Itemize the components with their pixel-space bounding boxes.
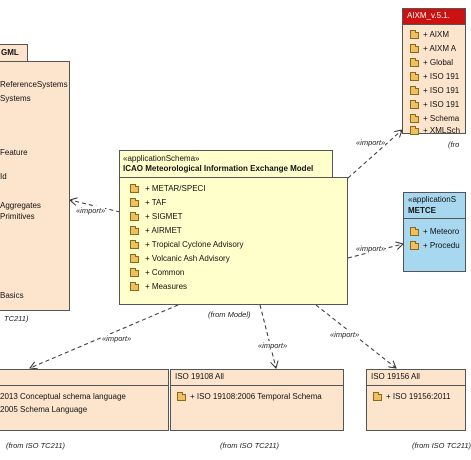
iwxxm-package-tab: «applicationSchema» ICAO Meteorological … — [119, 150, 333, 178]
aixm-item: + ISO 191 — [423, 100, 460, 109]
gml-item: Feature — [0, 148, 28, 157]
gml-item: Systems — [0, 94, 31, 103]
aixm-item: + AIXM — [423, 30, 450, 39]
gml-item: Id — [0, 172, 7, 181]
aixm-package[interactable]: AIXM_v.5.1. + AIXM + AIXM A + Global + I… — [402, 8, 466, 135]
metce-item: + Meteoro — [423, 227, 460, 236]
dep-iwxxm-gml — [70, 200, 121, 213]
iwxxm-item: + Tropical Cyclone Advisory — [145, 240, 244, 249]
folder-icon — [410, 44, 419, 53]
aixm-from-note: (fro — [448, 140, 460, 149]
aixm-item: + Schema — [423, 114, 460, 123]
aixm-item: + AIXM A — [423, 44, 457, 53]
folder-icon — [130, 240, 139, 249]
iwxxm-item: + Volcanic Ash Advisory — [145, 254, 230, 263]
gml-item: ReferenceSystems — [0, 80, 68, 89]
metce-package-name: METCE — [408, 206, 436, 215]
folder-icon — [130, 226, 139, 235]
aixm-package-name: AIXM_v.5.1. — [403, 9, 465, 25]
folder-icon — [410, 241, 419, 250]
folder-icon — [177, 392, 186, 401]
import-label-iso19156: «import» — [330, 330, 360, 339]
iso19156-package[interactable]: ISO 19156 All + ISO 19156:2011 — [366, 369, 466, 431]
folder-icon — [130, 254, 139, 263]
import-label-iso19103: «import» — [102, 334, 132, 343]
folder-icon — [373, 392, 382, 401]
gml-item: Basics — [0, 291, 24, 300]
gml-package-name: GML — [1, 48, 19, 57]
folder-icon — [410, 227, 419, 236]
gml-from-note: TC211) — [4, 314, 29, 323]
iso19103-item: 2013 Conceptual schema language — [0, 392, 126, 401]
iwxxm-stereotype: «applicationSchema» — [123, 154, 200, 163]
folder-icon — [130, 282, 139, 291]
metce-package[interactable]: «applicationS METCE + Meteoro + Procedu — [403, 192, 466, 272]
gml-package-tab: GML — [0, 44, 28, 61]
iwxxm-from-note: (from Model) — [208, 310, 251, 319]
iwxxm-item: + SIGMET — [145, 212, 183, 221]
iso19156-from-note: (from ISO TC211) — [412, 441, 471, 450]
dep-iwxxm-iso19108 — [259, 304, 276, 368]
folder-icon — [410, 126, 419, 135]
iso19103-divider — [0, 385, 168, 386]
import-label-iso19108: «import» — [258, 341, 288, 350]
gml-package[interactable]: ReferenceSystems Systems Feature Id Aggr… — [0, 61, 70, 311]
iso19103-package[interactable]: 2013 Conceptual schema language 2005 Sch… — [0, 369, 169, 431]
folder-icon — [130, 198, 139, 207]
iso19108-package-name: ISO 19108 All — [171, 370, 343, 386]
folder-icon — [130, 268, 139, 277]
folder-icon — [410, 100, 419, 109]
dep-iwxxm-aixm — [347, 130, 402, 179]
folder-icon — [410, 30, 419, 39]
iso19156-package-name: ISO 19156 All — [367, 370, 465, 386]
iso19108-from-note: (from ISO TC211) — [220, 441, 280, 450]
iwxxm-package[interactable]: + METAR/SPECI + TAF + SIGMET + AIRMET + … — [119, 177, 348, 305]
aixm-item: + ISO 191 — [423, 86, 460, 95]
iwxxm-item: + METAR/SPECI — [145, 184, 206, 193]
iso19108-item: + ISO 19108:2006 Temporal Schema — [190, 392, 322, 401]
gml-item: Primitives — [0, 212, 35, 221]
iwxxm-item: + Common — [145, 268, 185, 277]
folder-icon — [130, 184, 139, 193]
import-label-metce: «import» — [356, 244, 386, 253]
iso19103-item: 2005 Schema Language — [0, 405, 88, 414]
import-label-aixm: «import» — [356, 138, 386, 147]
iwxxm-item: + AIRMET — [145, 226, 182, 235]
iso19156-item: + ISO 19156:2011 — [386, 392, 451, 401]
metce-divider — [404, 218, 465, 219]
folder-icon — [410, 114, 419, 123]
metce-item: + Procedu — [423, 241, 460, 250]
iwxxm-item: + TAF — [145, 198, 167, 207]
aixm-item: + ISO 191 — [423, 72, 460, 81]
iwxxm-package-name: ICAO Meteorological Information Exchange… — [123, 164, 314, 173]
gml-item: Aggregates — [0, 201, 41, 210]
aixm-item: + XMLSch — [423, 126, 461, 135]
aixm-item: + Global — [423, 58, 454, 67]
import-label-gml: «import» — [76, 206, 106, 215]
iso19108-package[interactable]: ISO 19108 All + ISO 19108:2006 Temporal … — [170, 369, 344, 431]
folder-icon — [130, 212, 139, 221]
folder-icon — [410, 86, 419, 95]
iso19103-from-note: (from ISO TC211) — [6, 441, 66, 450]
folder-icon — [410, 72, 419, 81]
iwxxm-item: + Measures — [145, 282, 188, 291]
metce-stereotype: «applicationS — [408, 195, 457, 204]
folder-icon — [410, 58, 419, 67]
